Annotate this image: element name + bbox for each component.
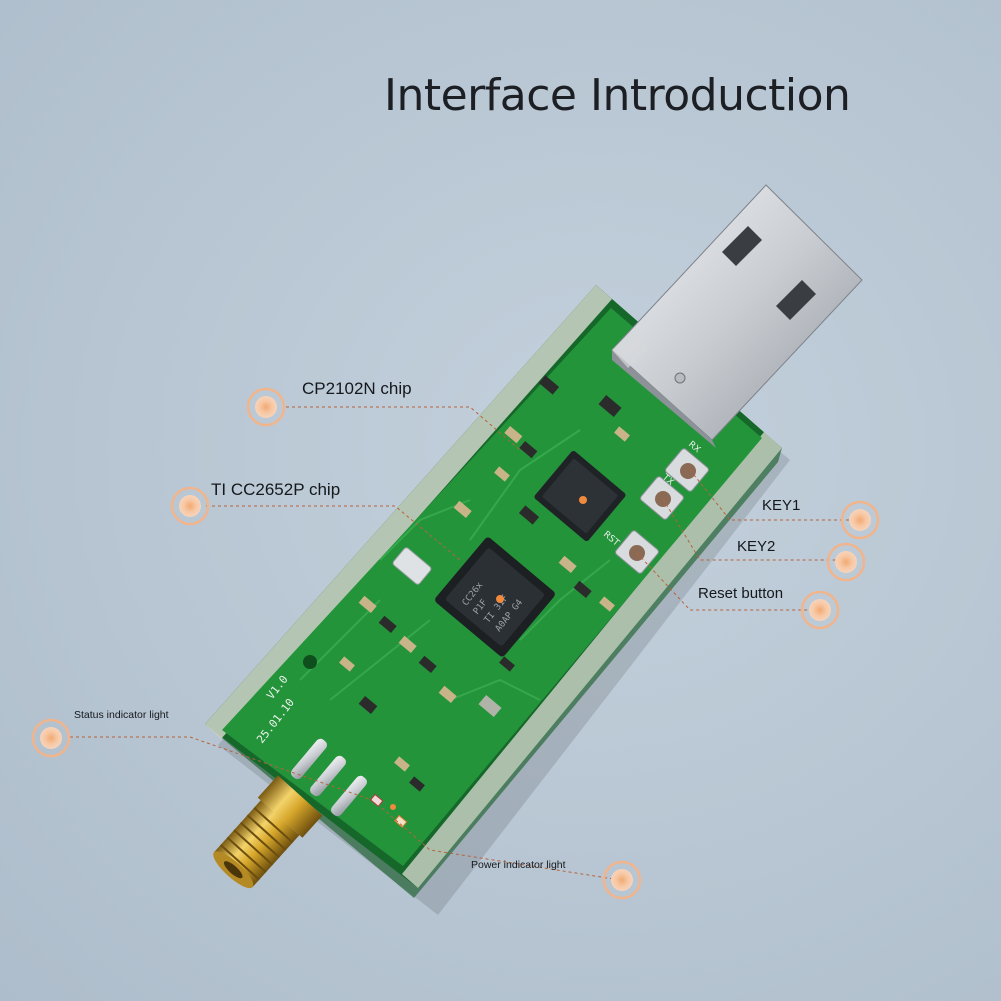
sma-connector bbox=[213, 775, 323, 889]
pcb-traces bbox=[299, 429, 611, 701]
marker-status-light bbox=[31, 718, 71, 758]
label-key2: KEY2 bbox=[737, 538, 776, 555]
pcb-edge-right bbox=[402, 432, 782, 888]
antenna-pins bbox=[291, 738, 367, 817]
label-status-light: Status indicator light bbox=[74, 709, 169, 721]
label-power-light: Power indicator light bbox=[471, 859, 566, 871]
crystal-oscillator bbox=[392, 547, 432, 585]
marker-cp2102n bbox=[246, 387, 286, 427]
status-led bbox=[369, 793, 384, 807]
marker-dot-cc2652p bbox=[496, 595, 504, 603]
label-reset: Reset button bbox=[698, 585, 784, 602]
usb-connector bbox=[611, 184, 863, 448]
cp2102n-chip bbox=[534, 450, 626, 542]
callout-markers bbox=[31, 387, 880, 900]
marker-cc2652p bbox=[170, 486, 210, 526]
pcb-edge-left bbox=[205, 285, 612, 739]
marker-reset bbox=[800, 590, 840, 630]
mounting-hole bbox=[303, 655, 317, 669]
marker-key2 bbox=[826, 542, 866, 582]
smd-components bbox=[339, 375, 630, 792]
marker-power-light bbox=[602, 860, 642, 900]
power-led bbox=[393, 814, 408, 828]
marker-dot-power bbox=[390, 804, 396, 810]
label-cc2652p: TI CC2652P chip bbox=[211, 480, 341, 499]
marker-dot-cp2102n bbox=[579, 496, 587, 504]
marker-key1 bbox=[840, 500, 880, 540]
cc2652p-chip: CC26x P1F TI 31F A0AP G4 bbox=[435, 537, 555, 657]
label-cp2102n: CP2102N chip bbox=[302, 379, 412, 398]
leader-lines bbox=[70, 406, 858, 881]
page-title: Interface Introduction bbox=[384, 70, 851, 121]
label-key1: KEY1 bbox=[762, 497, 801, 514]
key1-button bbox=[665, 448, 709, 492]
